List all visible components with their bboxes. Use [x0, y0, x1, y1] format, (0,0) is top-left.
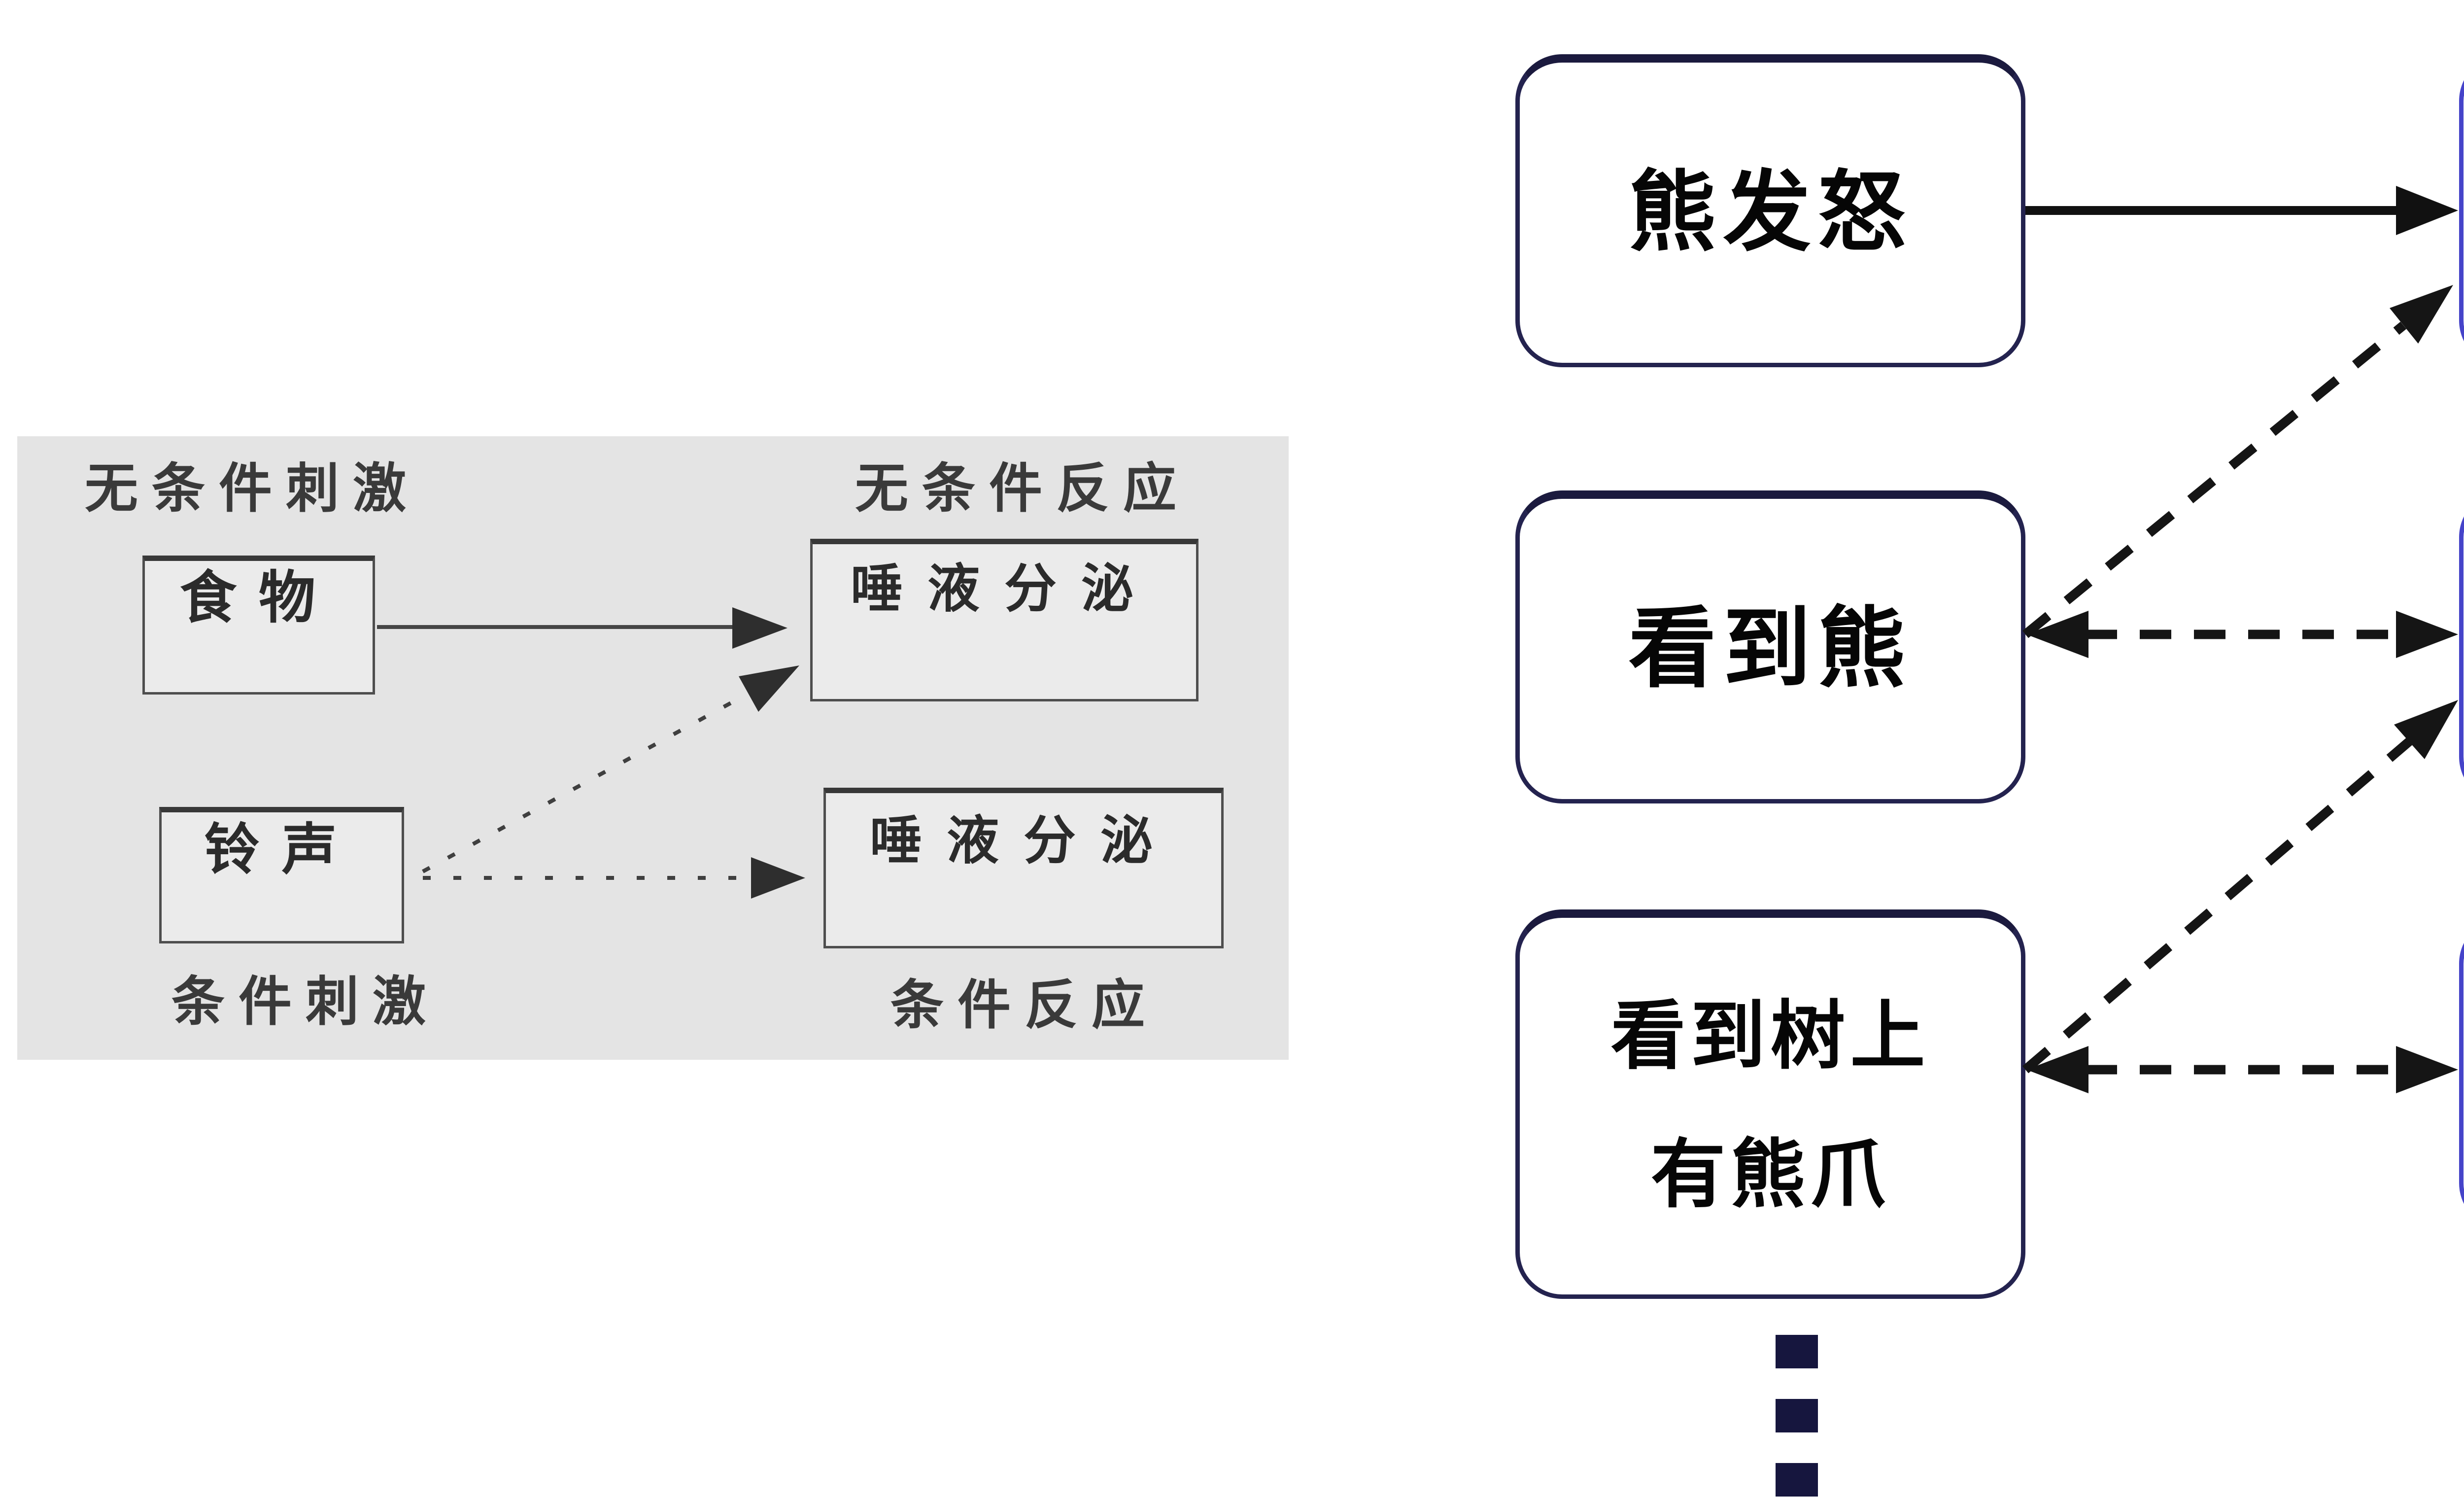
box-salivation-conditioned: 唾液分泌 — [823, 788, 1224, 948]
box-salivation-unconditioned: 唾液分泌 — [810, 539, 1198, 701]
box-see-bear-label: 看到熊 — [1628, 600, 1913, 698]
label-conditioned-response: 条件反应 — [890, 975, 1159, 1035]
arrow-see-bear-to-reward-dashed — [2022, 285, 2453, 638]
box-bell-label: 铃声 — [204, 819, 359, 880]
arrow-see-claws-value-s-double — [2026, 1046, 2458, 1093]
box-bell: 铃声 — [159, 807, 404, 943]
box-value-s-prime: V(s′) — [2459, 490, 2464, 803]
box-reward: 奖励 — [2459, 54, 2464, 367]
box-salivation-unconditioned-label: 唾液分泌 — [851, 560, 1158, 618]
arrow-see-bear-value-s-prime-double — [2026, 611, 2458, 658]
box-see-bear-claws-line2: 有熊爪 — [1650, 1134, 1890, 1217]
label-unconditioned-response: 无条件反应 — [855, 458, 1191, 518]
box-bear-angry: 熊发怒 — [1515, 54, 2025, 367]
ellipsis-dash — [1776, 1335, 1818, 1368]
ellipsis-left-column — [1776, 1335, 1818, 1497]
arrow-bear-angry-to-reward — [2025, 186, 2458, 235]
ellipsis-dash — [1776, 1463, 1818, 1497]
box-food: 食物 — [142, 556, 375, 695]
ellipsis-dash — [1776, 1399, 1818, 1432]
box-food-label: 食物 — [179, 566, 338, 629]
box-value-s: V(s) — [2459, 917, 2464, 1230]
box-salivation-conditioned-label: 唾液分泌 — [870, 812, 1177, 870]
box-see-bear-claws-line1: 看到树上 — [1610, 995, 1930, 1078]
label-conditioned-stimulus: 条件刺激 — [171, 972, 440, 1031]
box-bear-angry-label: 熊发怒 — [1628, 164, 1913, 262]
pavlov-conditioning-panel: 无条件刺激 无条件反应 条件刺激 条件反应 食物 唾液分泌 铃声 唾液分泌 — [17, 436, 1289, 1060]
label-unconditioned-stimulus: 无条件刺激 — [85, 458, 420, 518]
box-see-bear-claws: 看到树上 有熊爪 — [1515, 909, 2025, 1299]
box-see-bear: 看到熊 — [1515, 490, 2025, 803]
arrow-see-claws-to-value-s-prime-dashed — [2022, 700, 2458, 1074]
